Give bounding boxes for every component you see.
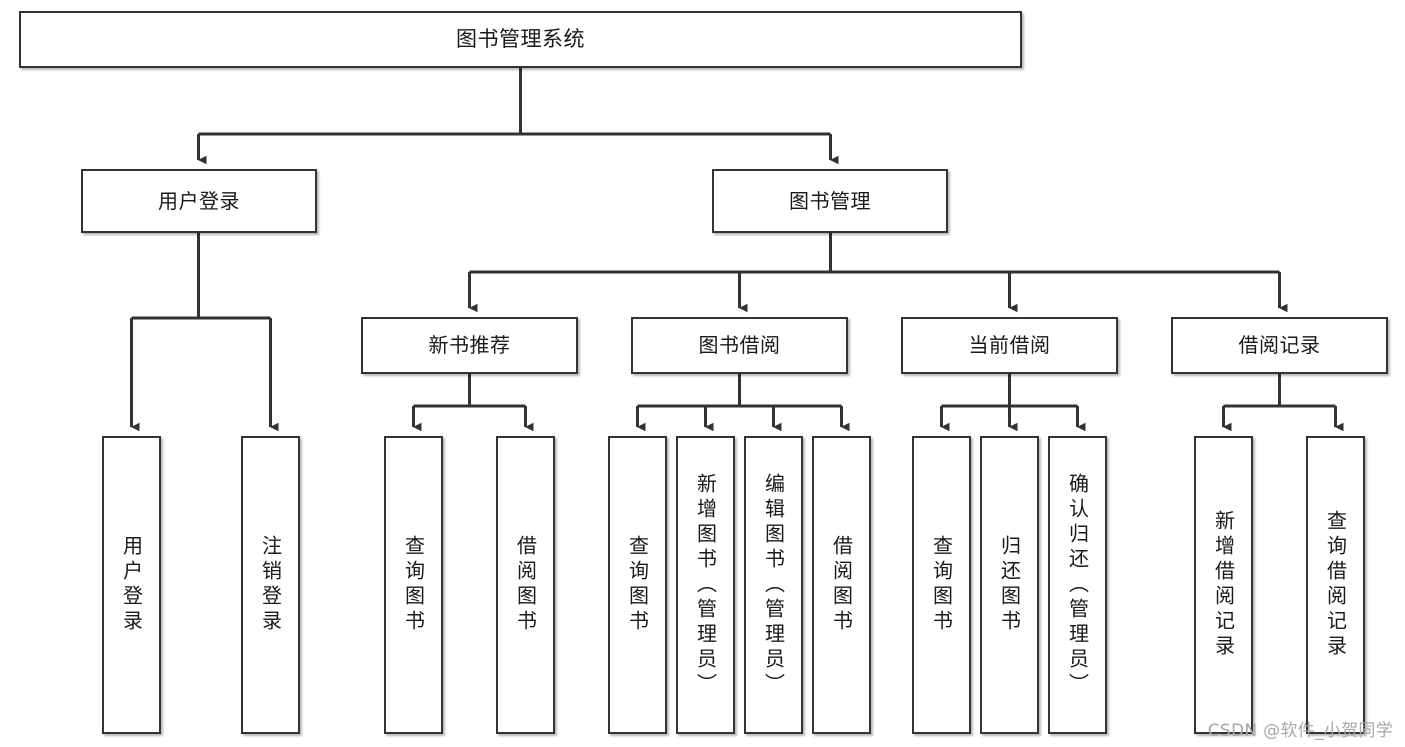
node-label: 当前借阅 — [968, 333, 1051, 358]
node-label: 新增图书（管理员） — [693, 472, 718, 698]
node-label: 图书管理系统 — [456, 26, 585, 51]
node-label: 查询图书 — [625, 535, 650, 635]
leaf-new-book-query[interactable]: 查询图书 — [384, 436, 443, 734]
node-label: 借阅图书 — [829, 535, 854, 635]
node-new-book-recommend[interactable]: 新书推荐 — [361, 317, 578, 374]
node-label: 新书推荐 — [428, 333, 511, 358]
node-current-borrow[interactable]: 当前借阅 — [901, 317, 1118, 374]
leaf-current-return-book[interactable]: 归还图书 — [980, 436, 1039, 734]
node-book-borrow[interactable]: 图书借阅 — [631, 317, 848, 374]
node-label: 归还图书 — [997, 535, 1022, 635]
leaf-borrow-edit-book-admin[interactable]: 编辑图书（管理员） — [744, 436, 803, 734]
node-user-login[interactable]: 用户登录 — [81, 169, 317, 233]
node-root-system[interactable]: 图书管理系统 — [19, 11, 1022, 68]
node-label: 用户登录 — [119, 535, 144, 635]
leaf-new-book-borrow[interactable]: 借阅图书 — [496, 436, 555, 734]
leaf-current-confirm-return-admin[interactable]: 确认归还（管理员） — [1048, 436, 1107, 734]
leaf-current-query-book[interactable]: 查询图书 — [912, 436, 971, 734]
leaf-user-login-login[interactable]: 用户登录 — [102, 436, 161, 734]
node-label: 借阅图书 — [513, 535, 538, 635]
node-book-management[interactable]: 图书管理 — [712, 169, 948, 233]
node-borrow-record[interactable]: 借阅记录 — [1171, 317, 1388, 374]
leaf-user-login-logout[interactable]: 注销登录 — [241, 436, 300, 734]
node-label: 用户登录 — [158, 188, 240, 213]
node-label: 图书管理 — [789, 188, 871, 213]
node-label: 查询图书 — [401, 535, 426, 635]
leaf-borrow-query-book[interactable]: 查询图书 — [608, 436, 667, 734]
leaf-borrow-add-book-admin[interactable]: 新增图书（管理员） — [676, 436, 735, 734]
node-label: 图书借阅 — [698, 333, 781, 358]
leaf-record-query-record[interactable]: 查询借阅记录 — [1306, 436, 1365, 734]
node-label: 查询借阅记录 — [1323, 510, 1348, 660]
node-label: 查询图书 — [929, 535, 954, 635]
node-label: 借阅记录 — [1238, 333, 1321, 358]
leaf-record-add-record[interactable]: 新增借阅记录 — [1194, 436, 1253, 734]
node-label: 新增借阅记录 — [1211, 510, 1236, 660]
node-label: 确认归还（管理员） — [1065, 472, 1090, 698]
leaf-borrow-borrow-book[interactable]: 借阅图书 — [812, 436, 871, 734]
node-label: 编辑图书（管理员） — [761, 472, 786, 698]
node-label: 注销登录 — [258, 535, 283, 635]
